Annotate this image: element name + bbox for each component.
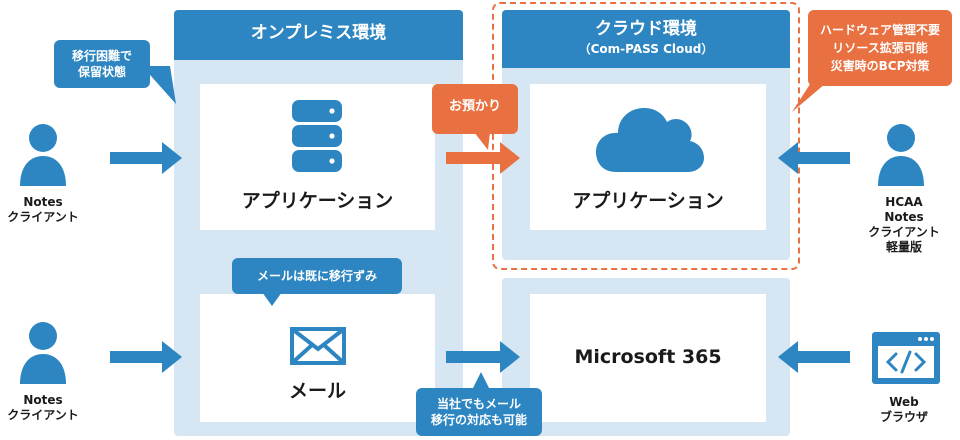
mail-icon [290, 327, 346, 365]
callout-tail [262, 292, 282, 306]
client-label-left-top: Notes クライアント [0, 195, 86, 225]
benefits-line1: ハードウェア管理不要 [819, 23, 940, 37]
onprem-app-label: アプリケーション [241, 190, 394, 212]
callout-tail [472, 372, 490, 390]
cloud-subtitle: （Com-PASS Cloud） [578, 42, 714, 56]
onprem-title: オンプレミス環境 [174, 10, 463, 60]
client-left-top-line1: Notes [23, 195, 63, 209]
benefits-callout: ハードウェア管理不要 リソース拡張可能 災害時のBCP対策 [808, 10, 952, 86]
person-icon [878, 124, 924, 186]
browser-code-icon [872, 332, 940, 384]
cloud-title: クラウド環境 [595, 19, 697, 39]
callout-tail [474, 132, 490, 150]
arrow-right [110, 142, 182, 174]
cloud-icon [596, 108, 704, 172]
person-icon [20, 322, 66, 384]
callout-tail [792, 78, 832, 112]
client-label-left-bottom: Notes クライアント [0, 393, 86, 423]
web-line1: Web [889, 395, 919, 409]
m365-label: Microsoft 365 [574, 346, 722, 368]
company-line2: 移行の対応も可能 [430, 413, 527, 427]
web-line2: ブラウザ [879, 410, 928, 424]
client-right-top-line3: クライアント [868, 225, 940, 239]
arrow-left [778, 341, 850, 373]
person-icon [20, 124, 66, 186]
deposit-callout: お預かり [432, 84, 518, 134]
benefits-line2: リソース拡張可能 [832, 41, 928, 55]
onprem-mail-card [200, 294, 435, 422]
cloud-app-label: アプリケーション [572, 190, 724, 212]
database-icon [292, 100, 342, 172]
arrow-right-orange [446, 142, 520, 174]
arrow-right [446, 341, 520, 373]
arrow-right [110, 341, 182, 373]
company-line1: 当社でもメール [436, 397, 521, 411]
web-browser-label: Web ブラウザ [856, 395, 952, 425]
m365-card [530, 294, 766, 422]
benefits-line3: 災害時のBCP対策 [830, 59, 930, 73]
arrow-left [778, 142, 850, 174]
mail-migrated-callout: メールは既に移行ずみ [232, 258, 402, 294]
client-left-bottom-line1: Notes [23, 393, 63, 407]
client-label-right-top: HCAA Notes クライアント 軽量版 [856, 195, 952, 255]
onprem-mail-label: メール [288, 380, 346, 402]
client-right-top-line1: HCAA [885, 195, 923, 209]
client-left-top-line2: クライアント [7, 210, 79, 224]
cloud-highlight-border [492, 2, 800, 270]
migration-hard-callout: 移行困難で 保留状態 [54, 40, 150, 88]
migration-hard-line2: 保留状態 [77, 65, 126, 79]
cloud-header [502, 10, 790, 68]
migration-hard-line1: 移行困難で [71, 49, 132, 63]
callout-tail [142, 66, 176, 104]
client-right-top-line2: Notes [884, 210, 924, 224]
client-left-bottom-line2: クライアント [7, 408, 79, 422]
company-migration-callout: 当社でもメール 移行の対応も可能 [416, 388, 542, 436]
client-right-top-line4: 軽量版 [885, 240, 922, 254]
